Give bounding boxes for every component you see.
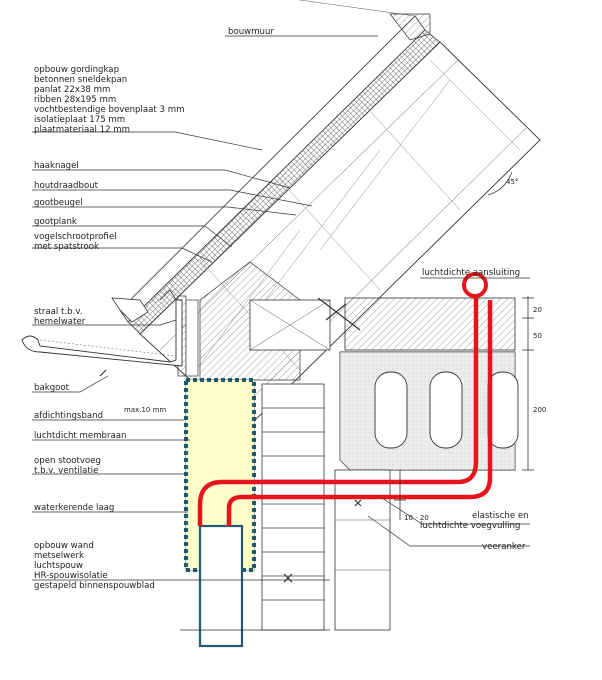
leader-lines (32, 35, 530, 631)
label-opbouw-wand: opbouw wand (34, 541, 94, 551)
label-elastische-1: elastische en (472, 511, 529, 521)
label-stootvoeg-1: open stootvoeg (34, 456, 101, 466)
floor-slab (339, 297, 519, 471)
label-gootbeugel: gootbeugel (34, 198, 83, 208)
label-veeranker: veeranker (482, 542, 526, 552)
label-luchtdichte-aansluiting: luchtdichte aansluiting (422, 268, 520, 278)
angle-label: 45° (506, 178, 518, 186)
label-waterkerende-laag: waterkerende laag (34, 503, 114, 513)
angle-arc (487, 171, 513, 196)
dim-50: 50 (533, 332, 542, 340)
label-panlat: panlat 22x38 mm (34, 85, 110, 95)
label-metselwerk: metselwerk (34, 551, 84, 561)
label-hr-spouwisolatie: HR-spouwisolatie (34, 571, 108, 581)
dimension-line: 20 50 200 10 - 20 (394, 296, 546, 522)
label-plaatmateriaal: plaatmateriaal 12 mm (34, 125, 130, 135)
label-bovenplaat: vochtbestendige bovenplaat 3 mm (34, 105, 184, 115)
label-haaknagel: haaknagel (34, 161, 79, 171)
label-bouwmuur: bouwmuur (228, 27, 274, 37)
label-opbouw-gordingkap: opbouw gordingkap (34, 65, 119, 75)
dim-200: 200 (533, 406, 546, 414)
fixing-marks (99, 297, 362, 583)
bouwmuur-wall (389, 13, 431, 41)
label-houtdraadbout: houtdraadbout (34, 181, 99, 191)
label-elastische-2: luchtdichte voegvulling (420, 521, 520, 531)
eave-gutter-assembly (21, 261, 331, 381)
label-vogelschroot-1: vogelschrootprofiel (34, 232, 117, 242)
labels: bouwmuur opbouw gordingkap betonnen snel… (34, 27, 529, 591)
label-stootvoeg-2: t.b.v. ventilatie (34, 466, 98, 476)
label-vogelschroot-2: met spatstrook (34, 242, 99, 252)
label-max10: max.10 mm (124, 406, 166, 414)
label-ribben: ribben 28x195 mm (34, 95, 116, 105)
luchtdichte-aansluiting-marker (462, 272, 488, 298)
label-bakgoot: bakgoot (34, 383, 70, 393)
binnenspouwblad-outline (198, 524, 244, 648)
label-straal-1: straal t.b.v. (34, 307, 82, 317)
label-afdichtingsband: afdichtingsband (34, 411, 103, 421)
dim-10-20: 10 - 20 (404, 514, 429, 522)
airtight-line (197, 272, 493, 526)
label-luchtspouw: luchtspouw (34, 561, 83, 571)
dim-20: 20 (533, 306, 542, 314)
label-isolatieplaat: isolatieplaat 175 mm (34, 115, 125, 125)
label-straal-2: hemelwater (34, 317, 86, 327)
label-gootplank: gootplank (34, 217, 77, 227)
label-binnenspouwblad: gestapeld binnenspouwblad (34, 581, 155, 591)
label-betonnen-sneldekpan: betonnen sneldekpan (34, 75, 127, 85)
label-luchtdicht-membraan: luchtdicht membraan (34, 431, 127, 441)
